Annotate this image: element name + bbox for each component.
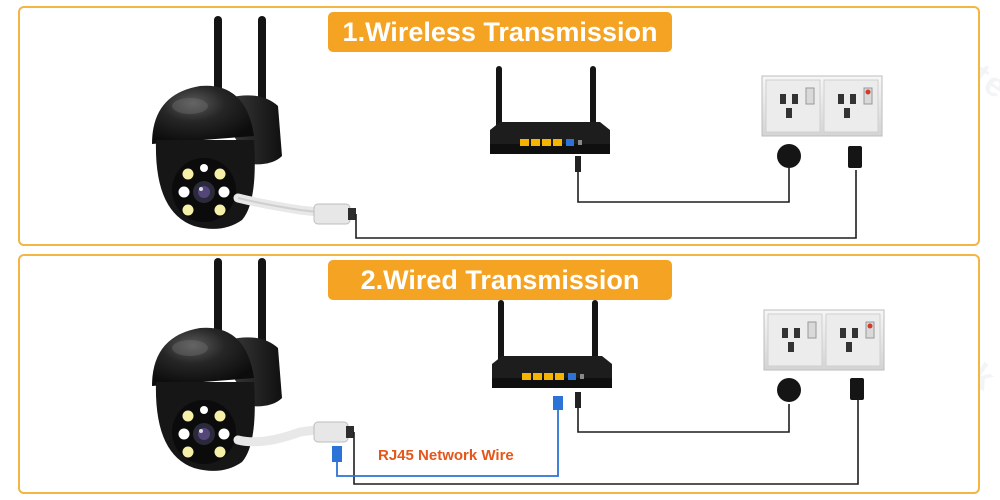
wireless-camera-cable bbox=[233, 170, 857, 239]
wireless-router-power-cable bbox=[575, 156, 790, 203]
wireless-socket bbox=[761, 75, 883, 168]
wired-socket bbox=[763, 309, 885, 402]
wired-camera-cable bbox=[233, 396, 859, 485]
wired-router-power-cable bbox=[575, 392, 790, 433]
wired-router bbox=[492, 300, 612, 388]
wireless-router bbox=[490, 66, 610, 154]
wireless-title: 1.Wireless Transmission bbox=[328, 12, 672, 52]
wireless-camera bbox=[152, 16, 282, 229]
rj45-wire-label: RJ45 Network Wire bbox=[378, 447, 514, 464]
rj45-network-cable bbox=[332, 396, 563, 477]
wired-title: 2.Wired Transmission bbox=[328, 260, 672, 300]
